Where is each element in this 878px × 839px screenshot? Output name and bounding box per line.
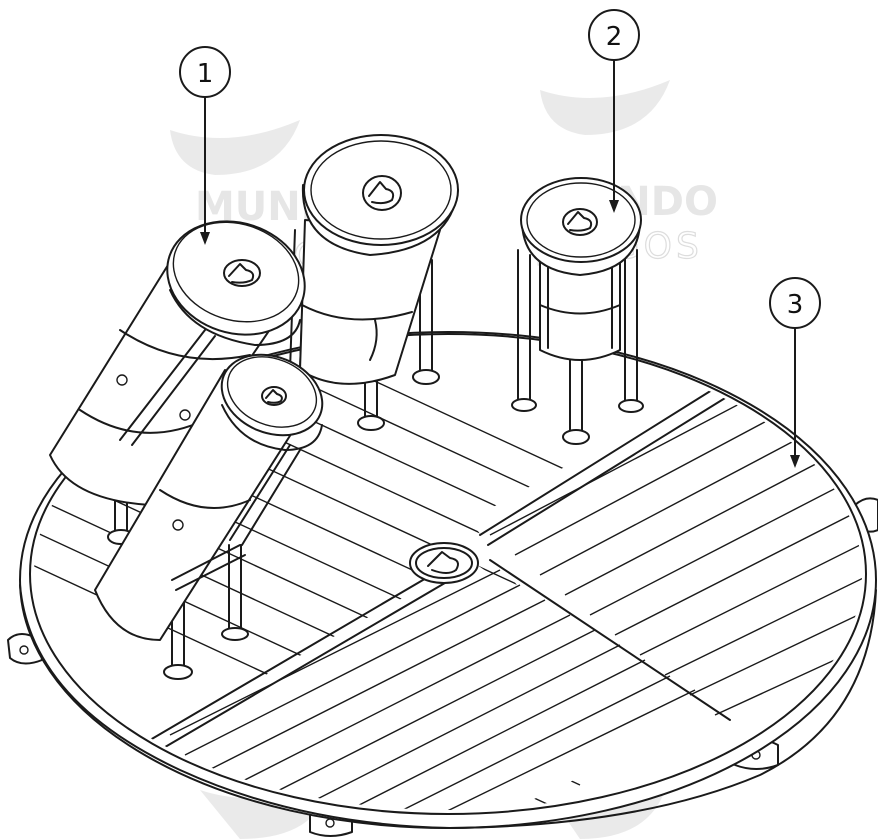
brand-logo-icon: [223, 259, 261, 287]
brand-logo-icon: [562, 208, 598, 236]
callout-label: 2: [606, 22, 623, 52]
drum-middle: [289, 134, 459, 431]
callout-label: 1: [197, 59, 214, 89]
drum-1: [49, 220, 306, 545]
brand-logo-icon: [261, 386, 287, 406]
brand-logo-icon: [362, 175, 402, 211]
callout-label: 3: [787, 290, 804, 320]
drum-small: [94, 353, 324, 680]
callout-1: 1: [179, 46, 231, 245]
platform-deck: [29, 333, 867, 815]
callout-3: 3: [769, 277, 821, 468]
center-logo-plate: [409, 542, 479, 584]
callout-2: 2: [588, 9, 640, 213]
drum-2: [511, 177, 644, 445]
